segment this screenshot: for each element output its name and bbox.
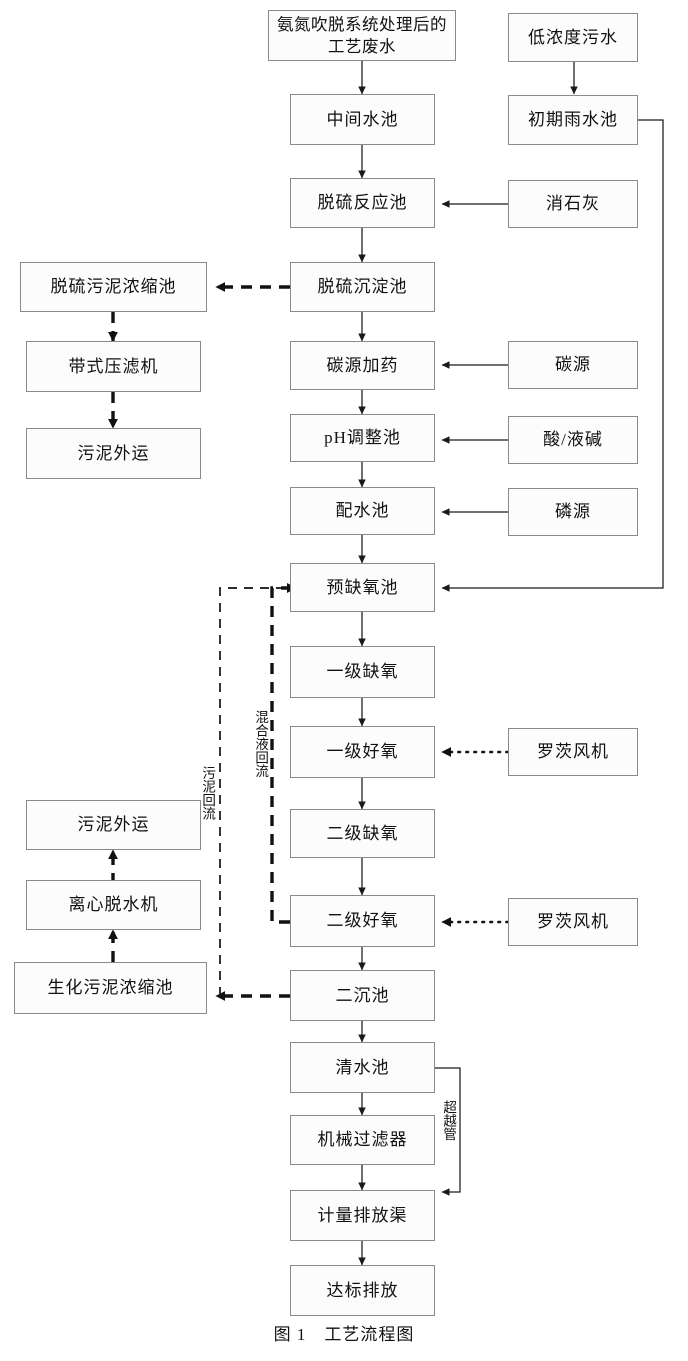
node-centrifugal-dehydrator[interactable]: 离心脱水机: [26, 880, 201, 930]
edge-label-bypass-pipe: 超越管: [441, 1100, 457, 1141]
node-primary-aerobic[interactable]: 一级好氧: [290, 726, 435, 778]
node-compliant-discharge[interactable]: 达标排放: [290, 1265, 435, 1316]
node-desulfurization-sediment-tank[interactable]: 脱硫沉淀池: [290, 262, 435, 312]
node-slaked-lime[interactable]: 消石灰: [508, 180, 638, 228]
node-secondary-clarifier[interactable]: 二沉池: [290, 970, 435, 1021]
node-mechanical-filter[interactable]: 机械过滤器: [290, 1115, 435, 1165]
node-sludge-transport-upper[interactable]: 污泥外运: [26, 428, 201, 479]
node-secondary-anoxic[interactable]: 二级缺氧: [290, 809, 435, 858]
edge-label-sludge-return: 污泥回流: [200, 766, 216, 820]
node-phosphorus-source[interactable]: 磷源: [508, 488, 638, 536]
node-roots-blower-secondary[interactable]: 罗茨风机: [508, 898, 638, 946]
node-biochemical-sludge-thickener[interactable]: 生化污泥浓缩池: [14, 962, 207, 1014]
node-process-wastewater[interactable]: 氨氮吹脱系统处理后的工艺废水: [268, 10, 456, 61]
figure-caption: 图 1 工艺流程图: [273, 1325, 415, 1344]
node-desulfurization-sludge-thickener[interactable]: 脱硫污泥浓缩池: [20, 262, 207, 312]
node-water-distribution-tank[interactable]: 配水池: [290, 487, 435, 535]
node-carbon-source[interactable]: 碳源: [508, 341, 638, 389]
node-pre-anoxic-tank[interactable]: 预缺氧池: [290, 563, 435, 612]
node-initial-rainwater-tank[interactable]: 初期雨水池: [508, 95, 638, 145]
edge-label-mixed-liquor-return: 混合液回流: [253, 710, 269, 778]
node-ph-adjustment-tank[interactable]: pH调整池: [290, 414, 435, 462]
node-intermediate-tank[interactable]: 中间水池: [290, 94, 435, 145]
node-carbon-source-dosing[interactable]: 碳源加药: [290, 341, 435, 390]
node-roots-blower-primary[interactable]: 罗茨风机: [508, 728, 638, 776]
node-belt-filter-press[interactable]: 带式压滤机: [26, 341, 201, 392]
node-secondary-aerobic[interactable]: 二级好氧: [290, 895, 435, 947]
node-metering-discharge-channel[interactable]: 计量排放渠: [290, 1190, 435, 1241]
node-sludge-transport-lower[interactable]: 污泥外运: [26, 800, 201, 850]
node-acid-alkali[interactable]: 酸/液碱: [508, 416, 638, 464]
node-clear-water-tank[interactable]: 清水池: [290, 1042, 435, 1093]
node-primary-anoxic[interactable]: 一级缺氧: [290, 646, 435, 698]
node-desulfurization-reaction-tank[interactable]: 脱硫反应池: [290, 178, 435, 228]
node-low-concentration-sewage[interactable]: 低浓度污水: [508, 13, 638, 62]
